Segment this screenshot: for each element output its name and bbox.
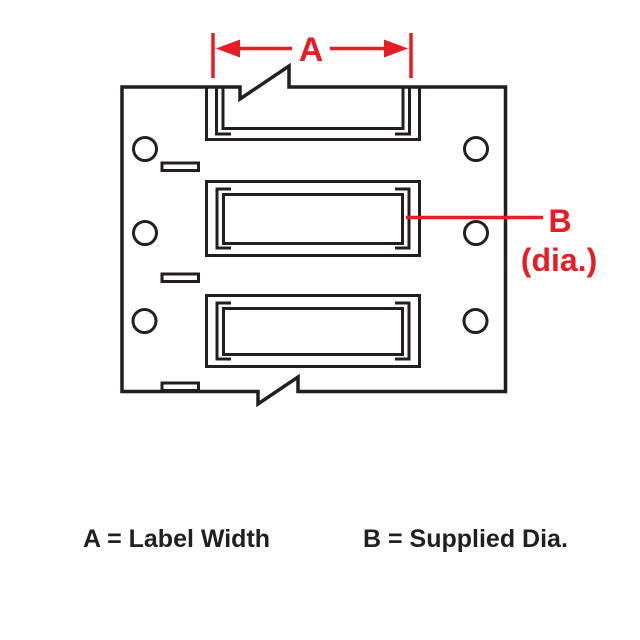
- carrier-notch: [160, 272, 200, 283]
- label-area: [222, 307, 404, 356]
- sleeve-row-middle: [205, 180, 421, 257]
- sleeve-row-bottom: [205, 294, 421, 368]
- sleeve-end-bracket-left: [215, 301, 231, 361]
- dimension-b: B (dia.): [406, 203, 597, 278]
- sleeve-outline: [205, 294, 421, 368]
- carrier-outline: [120, 62, 508, 408]
- legend: A = Label Width B = Supplied Dia.: [83, 525, 568, 553]
- carrier-notch: [160, 381, 200, 392]
- carrier-notch: [160, 161, 200, 172]
- sleeve-outline: [205, 87, 421, 141]
- dimension-a-label: A: [299, 31, 324, 69]
- sleeve-end-bracket-left: [215, 187, 231, 250]
- carrier-hole: [463, 136, 489, 162]
- arrowhead-left-icon: [216, 39, 240, 58]
- dimension-a: A: [211, 31, 413, 78]
- carrier-hole: [463, 220, 489, 246]
- carrier-hole: [131, 308, 158, 334]
- legend-b-definition: B = Supplied Dia.: [363, 525, 568, 553]
- sleeve-end-bracket-left: [215, 87, 231, 136]
- sleeve-end-bracket-right: [395, 87, 411, 136]
- sleeve-end-bracket-right: [395, 301, 411, 361]
- carrier-hole: [132, 136, 158, 162]
- label-area: [222, 193, 404, 245]
- legend-a-definition: A = Label Width: [83, 525, 270, 553]
- dimension-b-label: B: [548, 203, 571, 239]
- carrier-hole: [462, 308, 489, 334]
- carrier-notches: [160, 161, 200, 392]
- label-area: [221, 87, 405, 130]
- carrier-hole: [132, 220, 158, 246]
- carrier-holes: [131, 136, 489, 334]
- arrowhead-right-icon: [384, 39, 408, 58]
- dimension-b-qualifier: (dia.): [521, 242, 597, 278]
- sleeve-row-top: [205, 87, 421, 141]
